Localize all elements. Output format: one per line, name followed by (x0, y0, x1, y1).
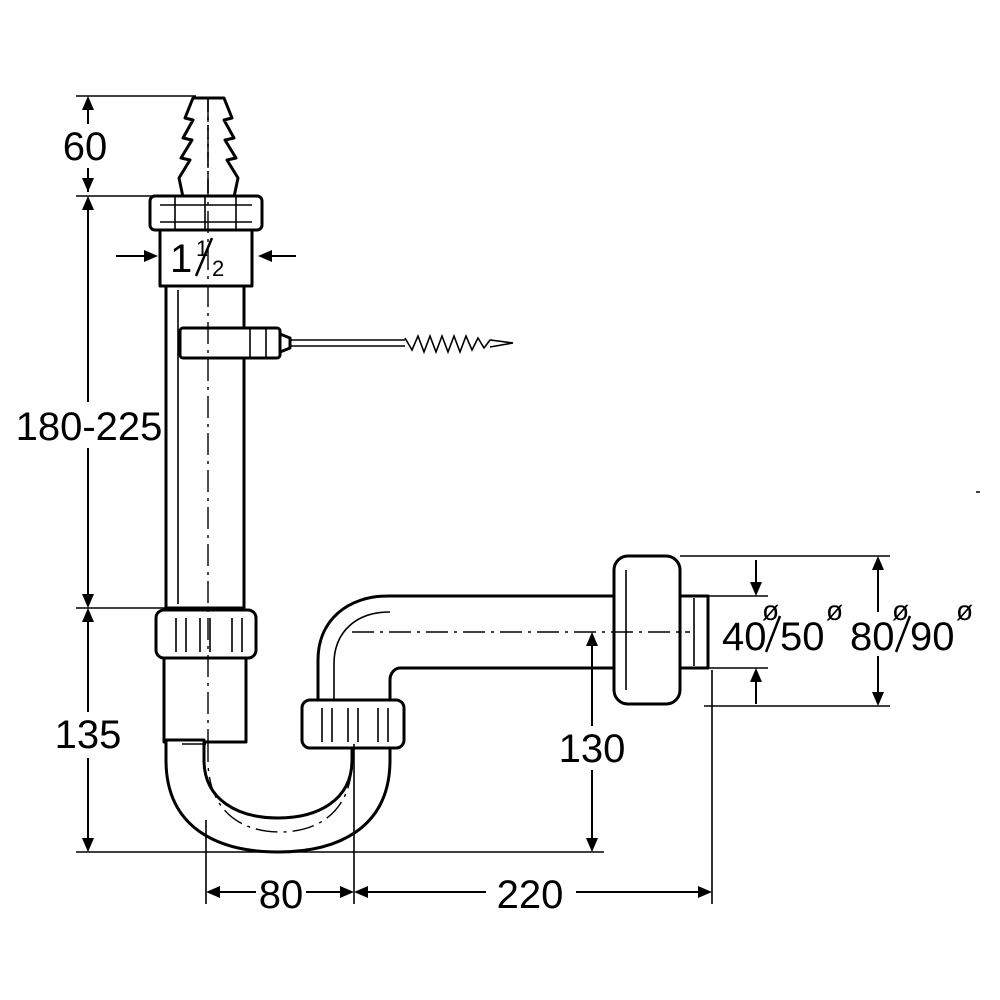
dim-label-80: 80 (259, 873, 304, 917)
dim-label-40: 40 (722, 615, 767, 659)
screw (404, 333, 514, 355)
dim-label-220: 220 (497, 873, 564, 917)
dim-label-50: 50 (780, 615, 825, 659)
dim-label-80-rosette: 80 (850, 615, 895, 659)
dim-label-90: 90 (910, 615, 955, 659)
dim-label-thread-whole: 1 (170, 237, 192, 281)
dim-outlet-diameter: 40 ø 50 ø (706, 560, 843, 704)
dim-60: 60 (60, 95, 196, 197)
dim-220: 220 (354, 670, 713, 917)
center-lines (207, 100, 690, 742)
dim-130: 130 (559, 632, 626, 852)
dim-diameter-symbol-90: ø (956, 595, 973, 626)
dim-diameter-symbol-80: ø (892, 595, 909, 626)
wall-rosette (612, 554, 710, 706)
wall-bracket (178, 326, 405, 360)
dim-label-130: 130 (559, 727, 626, 771)
dim-thread: 1 1 2 (116, 236, 296, 281)
u-bend-trap (164, 738, 392, 854)
dim-diameter-symbol-50: ø (826, 595, 843, 626)
dim-label-thread-den: 2 (212, 256, 224, 281)
trap-union-nut (300, 698, 406, 750)
dim-label-180-225: 180-225 (16, 405, 163, 449)
top-union-nut (148, 194, 264, 288)
outlet-elbow (316, 594, 624, 702)
vertical-union-nut (154, 608, 258, 744)
dim-80: 80 (205, 744, 355, 917)
dim-135: 135 (52, 608, 604, 853)
dim-rosette-diameter: 80 ø 90 ø (680, 555, 980, 707)
dim-label-60: 60 (63, 125, 108, 169)
dim-diameter-symbol-40: ø (762, 595, 779, 626)
dim-180-225: 180-225 (16, 196, 166, 609)
dim-label-135: 135 (55, 713, 122, 757)
